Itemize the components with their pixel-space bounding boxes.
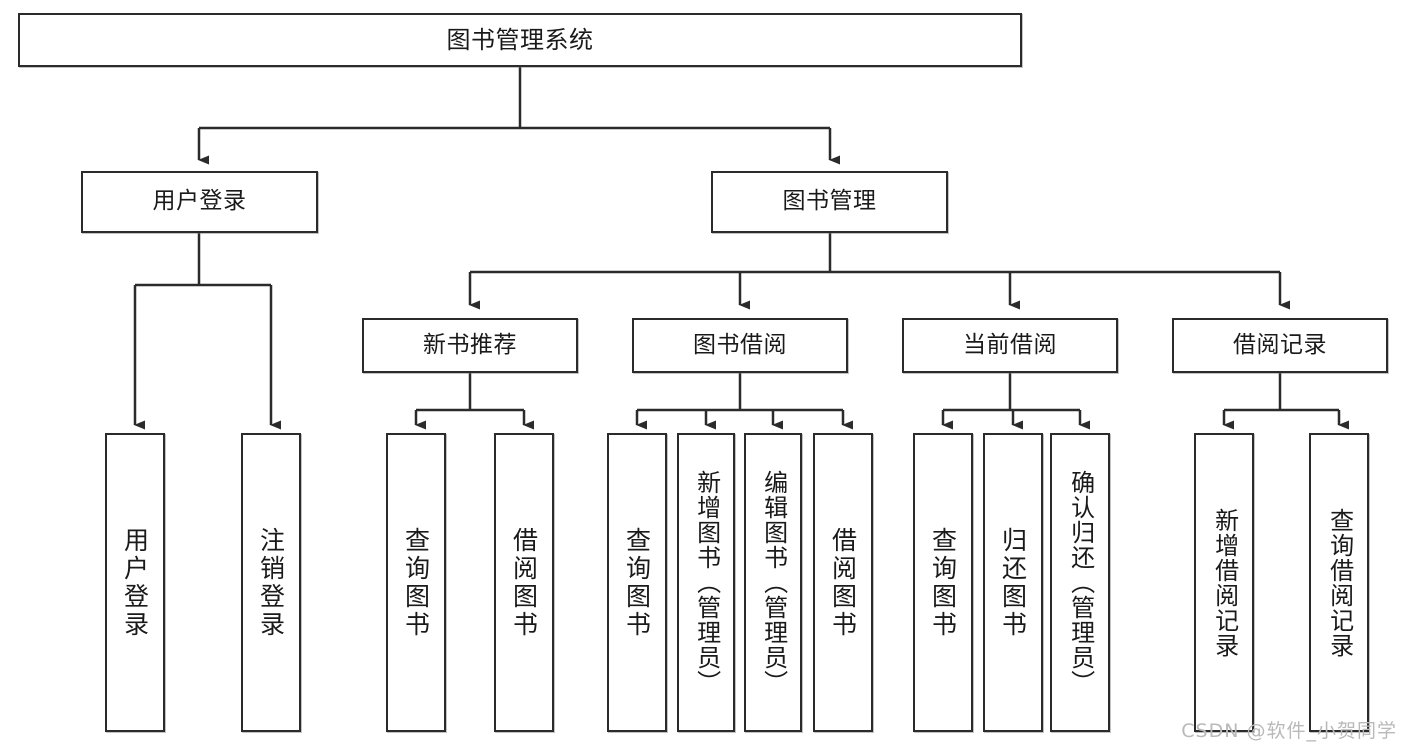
- watermark-text: CSDN @软件_小贺同学: [1181, 720, 1397, 742]
- node-leaf-query-book-3[interactable]: 查询图书: [913, 433, 973, 732]
- node-new-book-recommend-label: 新书推荐: [423, 331, 517, 358]
- node-leaf-borrow-book-1-label: 借阅图书: [509, 526, 539, 639]
- node-leaf-add-record-label: 新增借阅记录: [1210, 507, 1239, 658]
- node-user-login[interactable]: 用户登录: [81, 171, 318, 233]
- node-leaf-query-record-label: 查询借阅记录: [1325, 507, 1354, 658]
- node-current-borrow-label: 当前借阅: [963, 331, 1057, 358]
- node-leaf-add-book-label: 新增图书（管理员）: [692, 470, 721, 695]
- node-leaf-confirm-return[interactable]: 确认归还（管理员）: [1050, 433, 1110, 732]
- node-leaf-query-record[interactable]: 查询借阅记录: [1309, 433, 1369, 732]
- node-leaf-edit-book[interactable]: 编辑图书（管理员）: [744, 433, 802, 732]
- node-borrow-record-label: 借阅记录: [1233, 331, 1327, 358]
- node-leaf-logout-label: 注销登录: [256, 526, 286, 639]
- node-current-borrow[interactable]: 当前借阅: [902, 318, 1118, 373]
- node-book-borrow-label: 图书借阅: [693, 331, 787, 358]
- node-leaf-add-record[interactable]: 新增借阅记录: [1194, 433, 1254, 732]
- node-leaf-edit-book-label: 编辑图书（管理员）: [759, 470, 788, 695]
- node-leaf-confirm-return-label: 确认归还（管理员）: [1066, 470, 1095, 695]
- node-leaf-user-login-label: 用户登录: [120, 526, 150, 639]
- node-new-book-recommend[interactable]: 新书推荐: [362, 318, 578, 373]
- node-user-login-label: 用户登录: [152, 188, 247, 215]
- node-leaf-return-book-label: 归还图书: [998, 526, 1028, 639]
- node-leaf-query-book-3-label: 查询图书: [928, 526, 958, 639]
- node-borrow-record[interactable]: 借阅记录: [1172, 318, 1388, 373]
- node-leaf-borrow-book-2-label: 借阅图书: [828, 526, 858, 639]
- node-leaf-add-book[interactable]: 新增图书（管理员）: [677, 433, 735, 732]
- node-leaf-query-book-2[interactable]: 查询图书: [607, 433, 667, 732]
- node-root-label: 图书管理系统: [446, 25, 594, 54]
- node-leaf-return-book[interactable]: 归还图书: [983, 433, 1043, 732]
- node-leaf-borrow-book-1[interactable]: 借阅图书: [494, 433, 554, 732]
- node-book-manage[interactable]: 图书管理: [711, 171, 948, 233]
- node-leaf-user-login[interactable]: 用户登录: [105, 433, 165, 732]
- node-leaf-query-book-1-label: 查询图书: [401, 526, 431, 639]
- node-leaf-query-book-1[interactable]: 查询图书: [386, 433, 446, 732]
- node-leaf-logout[interactable]: 注销登录: [241, 433, 301, 732]
- node-leaf-borrow-book-2[interactable]: 借阅图书: [813, 433, 873, 732]
- node-book-manage-label: 图书管理: [782, 188, 877, 215]
- node-book-borrow[interactable]: 图书借阅: [632, 318, 848, 373]
- node-root[interactable]: 图书管理系统: [18, 13, 1022, 67]
- node-leaf-query-book-2-label: 查询图书: [622, 526, 652, 639]
